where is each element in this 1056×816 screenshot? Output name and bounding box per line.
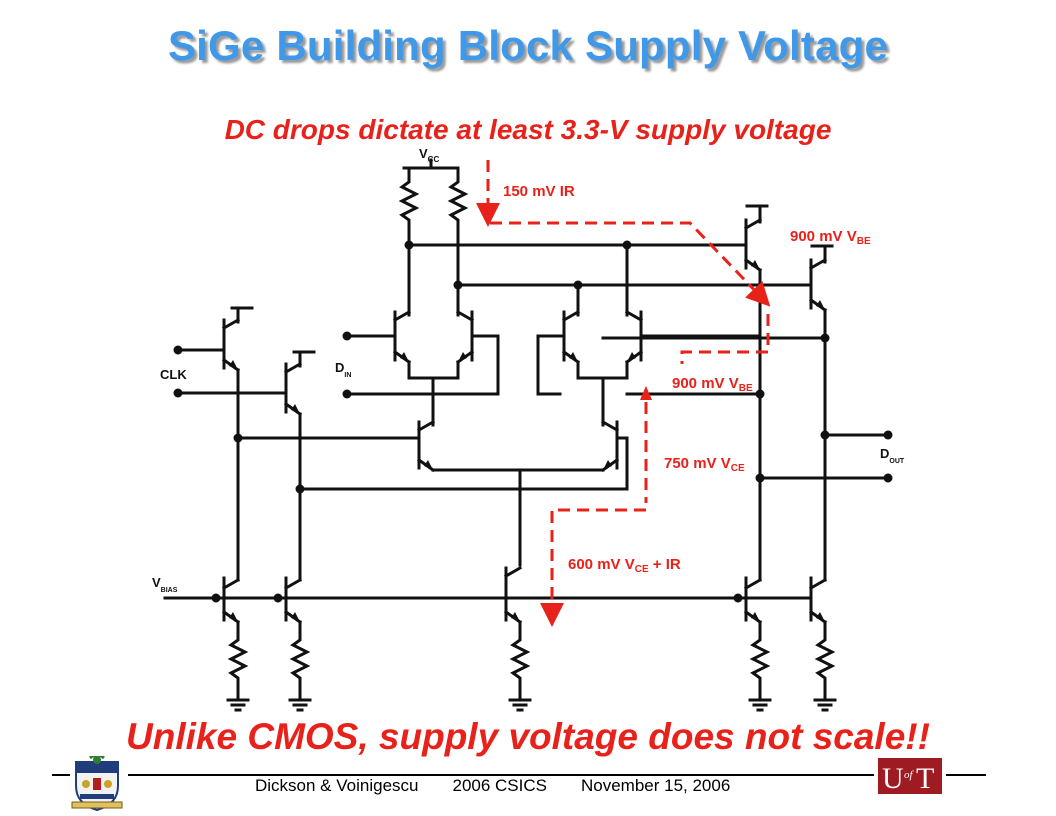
university-crest-icon [71, 756, 123, 812]
footer-rule-right [946, 774, 986, 776]
footer-date: November 15, 2006 [580, 776, 731, 795]
din-label: DIN [335, 360, 351, 379]
svg-text:U: U [882, 762, 904, 794]
slide-subtitle: DC drops dictate at least 3.3-V supply v… [224, 114, 832, 145]
din-terminal-bottom [342, 389, 352, 399]
junction-dots [211, 240, 830, 603]
voltage-drop-path [476, 160, 771, 627]
vbe-mid-label: 900 mV VBE [672, 375, 753, 394]
terminal-dots [173, 331, 893, 483]
footer: Dickson & Voinigescu 2006 CSICS November… [255, 776, 815, 796]
dout-label: DOUT [880, 446, 905, 465]
vcc-label: VCC [419, 146, 439, 164]
tail-resistors [227, 620, 836, 702]
load-resistor-left [398, 166, 420, 247]
din-terminal-top [342, 331, 352, 341]
bias-transistors [221, 565, 828, 625]
footer-conference: 2006 CSICS [452, 776, 547, 795]
dout-terminal-top [883, 430, 893, 440]
svg-text:T: T [916, 762, 934, 794]
clk-terminal-bottom [173, 388, 183, 398]
slide-title: SiGe Building Block Supply Voltage [167, 22, 889, 69]
dout-terminal-bottom [883, 473, 893, 483]
svg-text:of: of [904, 769, 915, 781]
bottom-message: Unlike CMOS, supply voltage does not sca… [126, 716, 930, 757]
vbe-drop-arrow [640, 386, 652, 400]
emitter-arrows [229, 260, 825, 622]
footer-rule-main [128, 774, 874, 776]
footer-authors: Dickson & Voinigescu [255, 776, 419, 795]
vce-label: 750 mV VCE [664, 455, 745, 474]
vce-ir-label: 600 mV VCE + IR [568, 556, 681, 575]
circuit-schematic: VCC CLK DIN VBIAS DOUT 150 mV IR 900 mV … [152, 146, 905, 712]
vbias-label: VBIAS [152, 575, 178, 594]
clk-label: CLK [160, 367, 187, 382]
ir-drop-label: 150 mV IR [503, 183, 575, 200]
footer-rule-left [52, 774, 70, 776]
uoft-logo-icon: U of T [878, 758, 942, 794]
vbe-top-label: 900 mV VBE [790, 228, 871, 247]
clk-terminal-top [173, 345, 183, 355]
load-resistor-right [447, 166, 469, 287]
ground-symbols [226, 698, 837, 712]
schematic-wires [163, 158, 890, 712]
